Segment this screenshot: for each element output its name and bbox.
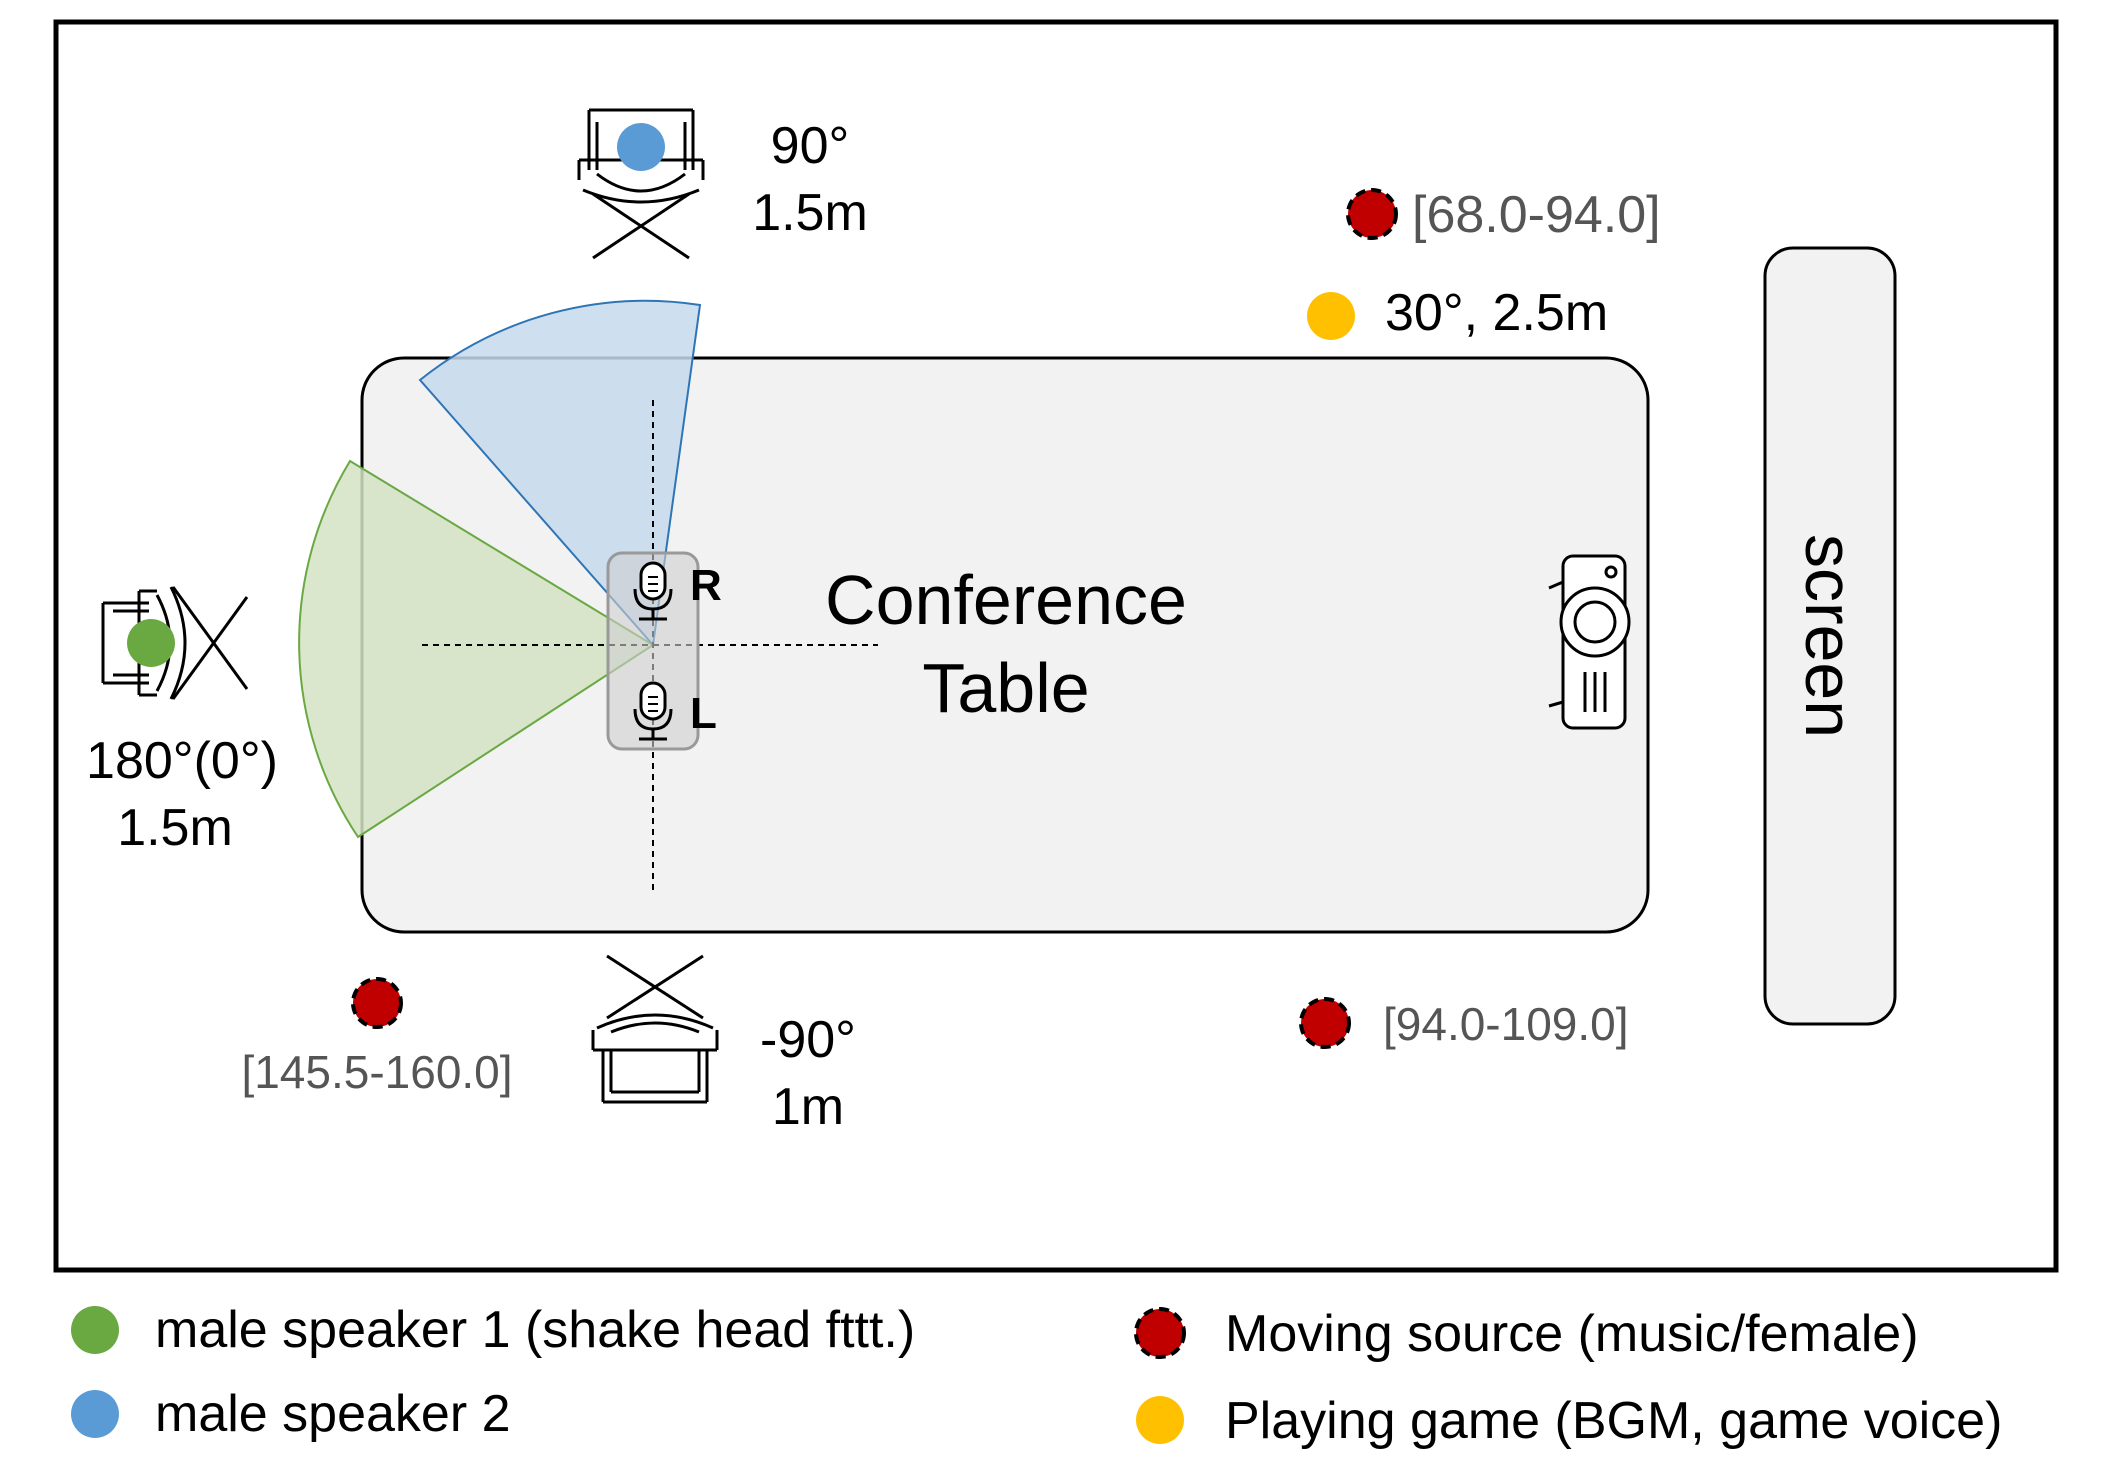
mic-array-box bbox=[606, 551, 700, 751]
speaker-bottom-angle: -90° bbox=[760, 1011, 856, 1069]
game-source-label: 30°, 2.5m bbox=[1385, 284, 1608, 342]
legend-speaker2-swatch bbox=[71, 1390, 119, 1438]
legend-speaker1-text: male speaker 1 (shake head fttt.) bbox=[155, 1301, 915, 1359]
speaker-top-angle: 90° bbox=[771, 117, 850, 175]
chair-icon bbox=[577, 108, 705, 260]
moving-source-top-right-range: [68.0-94.0] bbox=[1412, 186, 1661, 244]
speaker-bottom-distance: 1m bbox=[772, 1078, 844, 1136]
moving-source-bottom-right-range: [94.0-109.0] bbox=[1383, 998, 1629, 1050]
speaker-left-distance: 1.5m bbox=[117, 799, 233, 857]
screen bbox=[1763, 246, 1897, 1026]
legend-moving-swatch bbox=[1134, 1307, 1186, 1359]
game-source-marker bbox=[1307, 292, 1355, 340]
moving-source-bottom-left bbox=[351, 977, 403, 1029]
chair-icon bbox=[591, 954, 719, 1104]
moving-source-bottom-left-range: [145.5-160.0] bbox=[241, 1046, 512, 1098]
moving-source-bottom-right bbox=[1299, 997, 1351, 1049]
mic-left-label: L bbox=[690, 689, 717, 738]
speaker1-marker bbox=[127, 619, 175, 667]
speaker-left-angle: 180°(0°) bbox=[86, 732, 278, 790]
speaker-top-distance: 1.5m bbox=[752, 184, 868, 242]
speaker2-marker bbox=[617, 123, 665, 171]
room-border bbox=[53, 19, 2059, 1273]
microphone-icon bbox=[633, 561, 673, 621]
legend-moving-text: Moving source (music/female) bbox=[1225, 1305, 1919, 1363]
legend-game-text: Playing game (BGM, game voice) bbox=[1225, 1392, 2002, 1450]
mic-right-label: R bbox=[690, 561, 722, 610]
table-label-line1: Conference bbox=[825, 561, 1187, 639]
legend-game-swatch bbox=[1136, 1396, 1184, 1444]
table-label-line2: Table bbox=[922, 649, 1089, 727]
chair-icon bbox=[101, 586, 249, 700]
moving-source-top-right bbox=[1346, 188, 1398, 240]
projector-icon bbox=[1548, 554, 1631, 730]
legend-speaker2-text: male speaker 2 bbox=[155, 1385, 511, 1443]
screen-label: screen bbox=[1791, 534, 1867, 738]
legend-speaker1-swatch bbox=[71, 1306, 119, 1354]
speaker1-direction-sector bbox=[298, 459, 655, 839]
microphone-icon bbox=[633, 681, 673, 741]
